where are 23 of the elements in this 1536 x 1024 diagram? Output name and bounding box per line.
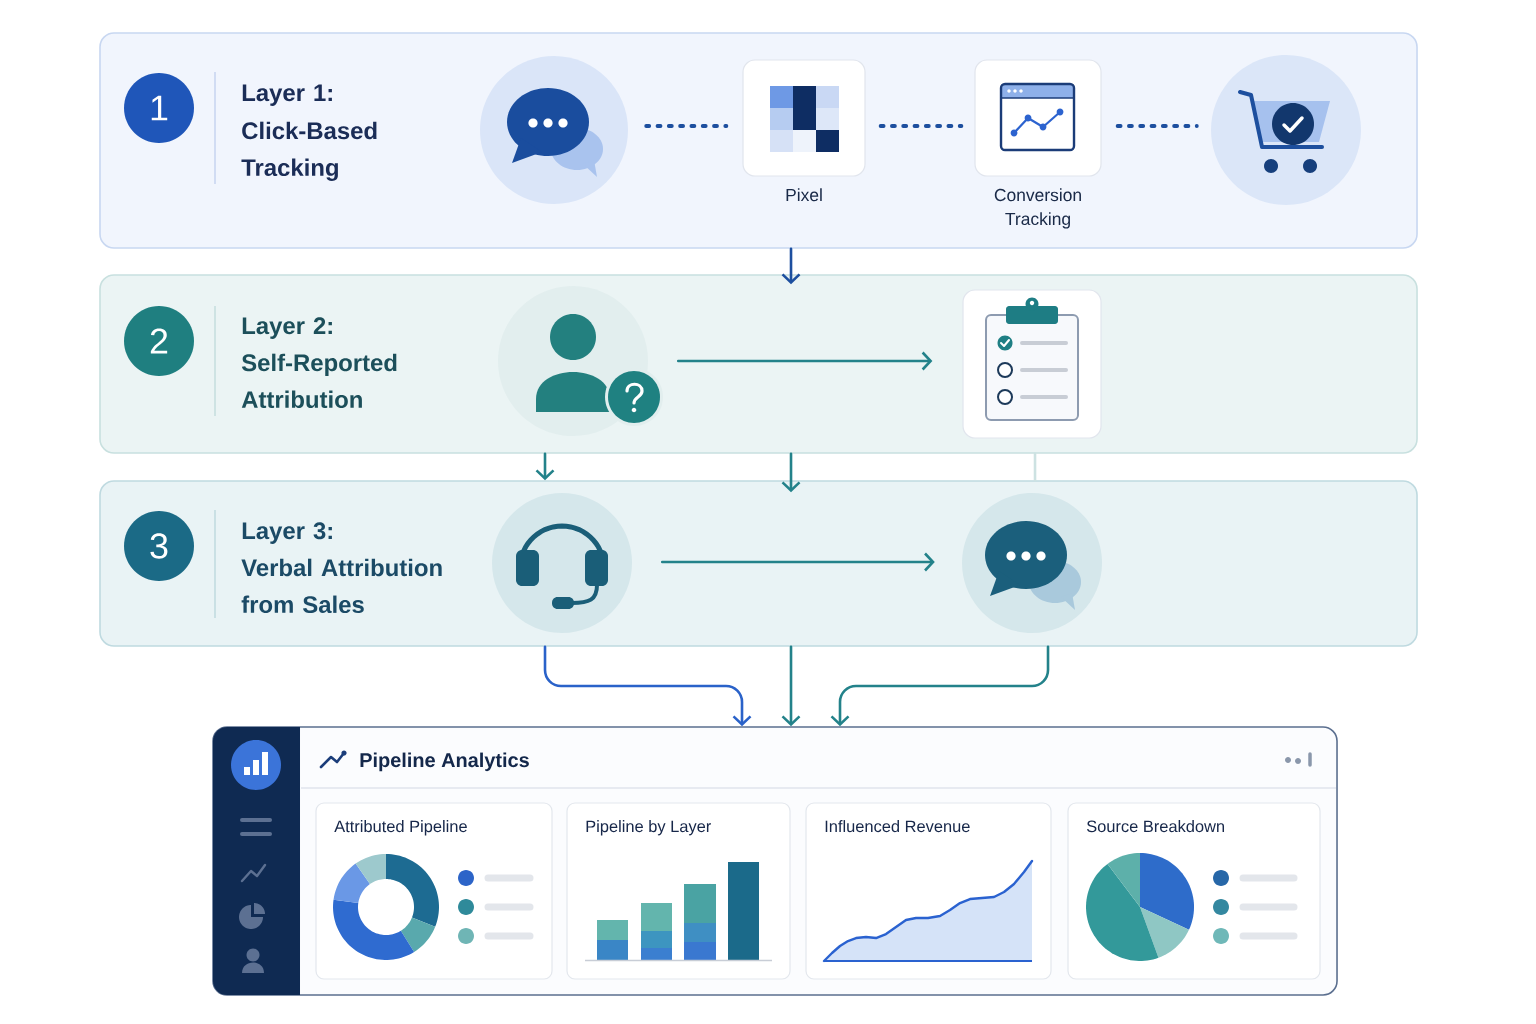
number-badge: 2 — [124, 306, 194, 376]
arrow — [543, 645, 752, 727]
arrow — [781, 452, 801, 493]
arrow — [830, 645, 1050, 727]
chat-bubble-icon — [480, 56, 628, 204]
number-badge: 1 — [124, 73, 194, 143]
arrow — [781, 645, 801, 727]
dotted-line — [878, 124, 964, 128]
person-question-icon — [498, 286, 663, 436]
dotted-line — [1115, 124, 1199, 128]
arrow — [660, 552, 935, 572]
shopping-cart-icon — [1211, 55, 1361, 205]
headset-icon — [492, 493, 632, 633]
dotted-line — [644, 124, 729, 128]
node-label: Conversion Tracking — [994, 188, 1081, 229]
arrow — [535, 452, 555, 481]
chat-bubble-icon — [962, 493, 1102, 633]
clipboard-icon — [962, 289, 1102, 439]
arrow — [781, 247, 801, 285]
number-badge: 3 — [124, 511, 194, 581]
node-label: Pixel — [786, 188, 822, 202]
connector-line — [1033, 452, 1037, 482]
arrow — [676, 351, 933, 371]
